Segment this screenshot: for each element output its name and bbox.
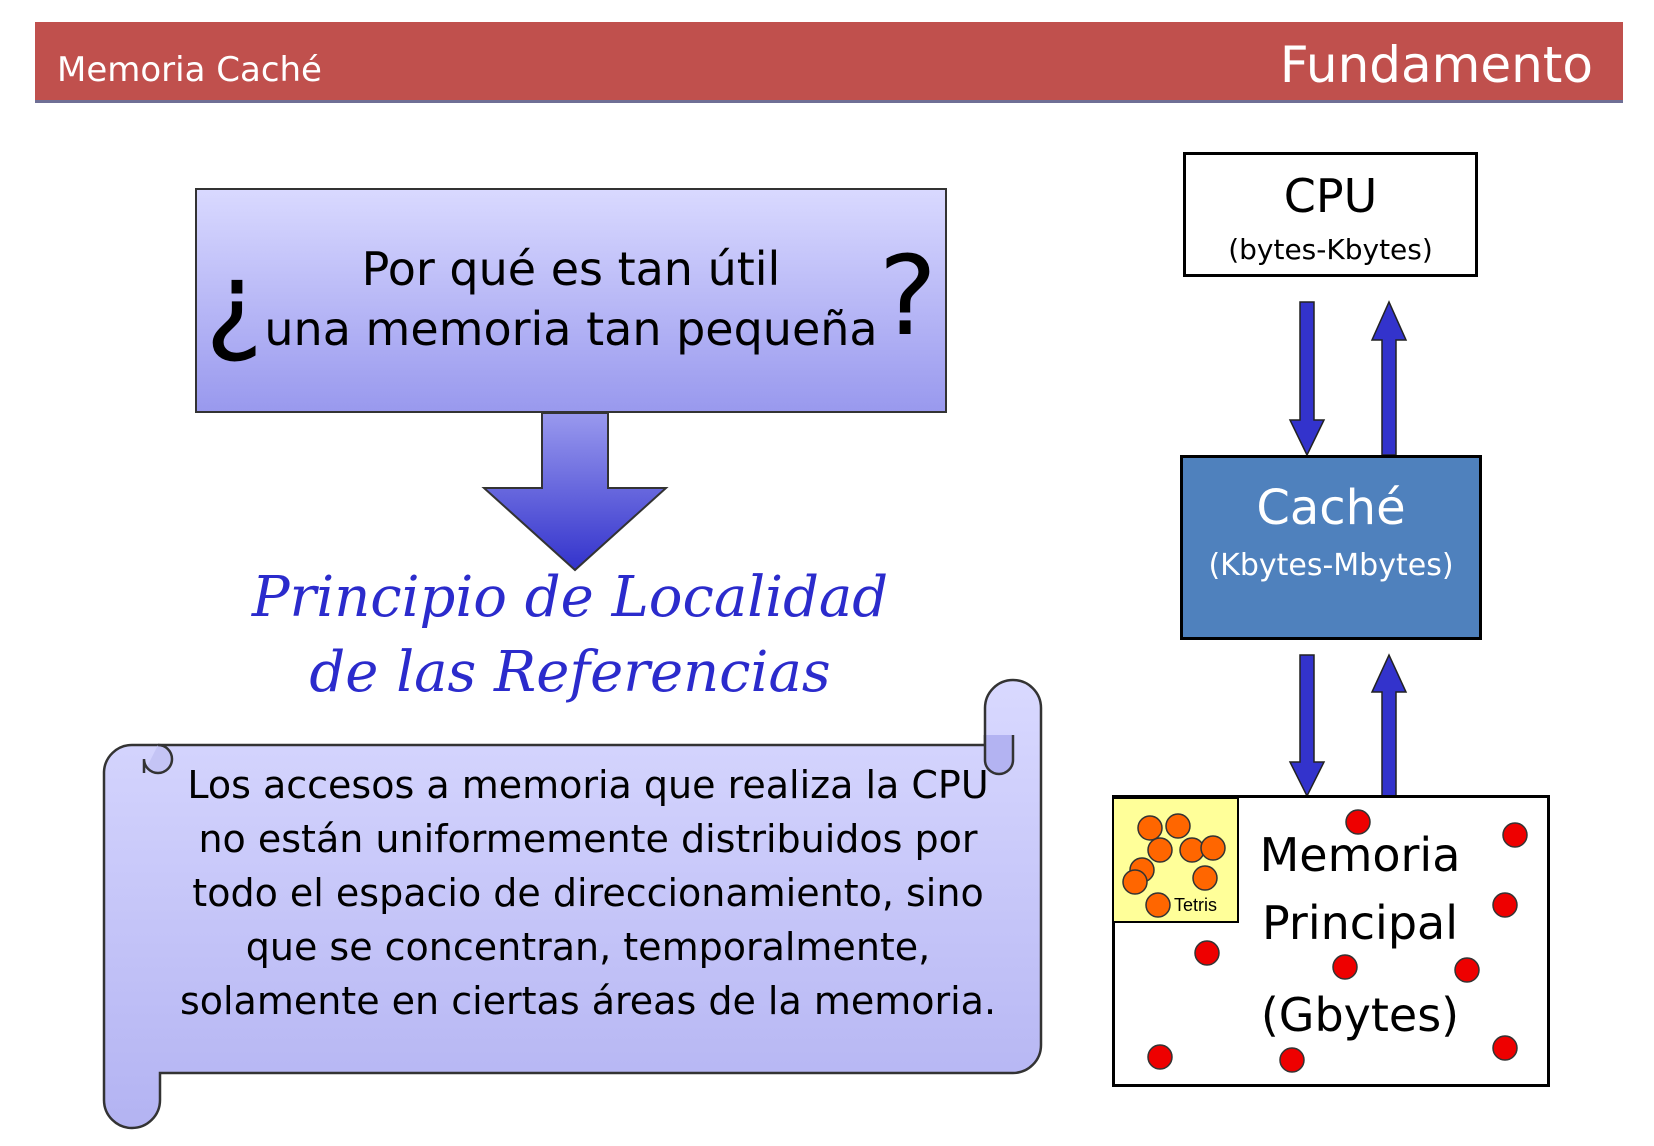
memory-reference-dot — [1332, 954, 1358, 980]
question-open-mark: ¿ — [205, 238, 264, 366]
memory-reference-dot — [1279, 1047, 1305, 1073]
tetris-reference-dot — [1179, 837, 1205, 863]
memory-reference-dot — [1492, 1035, 1518, 1061]
memory-reference-dot — [1454, 957, 1480, 983]
cache-label: Caché — [1256, 480, 1406, 536]
principle-line-1: Principio de Localidad — [251, 565, 889, 630]
memory-size: (Gbytes) — [1260, 988, 1460, 1042]
memory-reference-dot — [1345, 809, 1371, 835]
question-line-1: Por qué es tan útil — [361, 242, 781, 296]
arrow-cache-to-memory — [1288, 654, 1326, 798]
memory-reference-dot — [1147, 1044, 1173, 1070]
tetris-reference-dot — [1200, 835, 1226, 861]
header-bar: Memoria Caché Fundamento — [35, 22, 1623, 103]
down-arrow-big — [481, 412, 669, 572]
tetris-label: Tetris — [1174, 895, 1218, 915]
memory-reference-dot — [1502, 822, 1528, 848]
tetris-reference-dot — [1165, 813, 1191, 839]
cache-box: Caché (Kbytes-Mbytes) — [1180, 455, 1482, 640]
memory-reference-dot — [1492, 892, 1518, 918]
tetris-reference-dot — [1192, 865, 1218, 891]
slide-title: Fundamento — [1279, 36, 1593, 94]
tetris-reference-dot — [1145, 892, 1171, 918]
scroll-text: Los accesos a memoria que realiza la CPU… — [179, 763, 997, 1023]
tetris-reference-dot — [1137, 815, 1163, 841]
memory-label-line-1: Memoria — [1259, 828, 1461, 882]
flow-arrows — [1288, 300, 1408, 798]
cpu-label: CPU — [1283, 169, 1378, 223]
tetris-reference-dot — [1147, 837, 1173, 863]
memory-reference-dot — [1194, 940, 1220, 966]
principle-line-2: de las Referencias — [309, 640, 831, 705]
question-close-mark: ? — [878, 232, 937, 360]
arrow-memory-to-cache — [1370, 653, 1408, 797]
question-line-2: una memoria tan pequeña — [264, 302, 878, 356]
cpu-box: CPU (bytes-Kbytes) — [1183, 152, 1478, 277]
cache-size: (Kbytes-Mbytes) — [1208, 548, 1454, 583]
scroll-shape — [102, 678, 1043, 1130]
memory-label-line-2: Principal — [1261, 896, 1459, 950]
arrow-cpu-to-cache — [1288, 301, 1326, 457]
cpu-size: (bytes-Kbytes) — [1228, 233, 1433, 266]
question-box: ¿ Por qué es tan útil una memoria tan pe… — [195, 188, 947, 413]
arrow-cache-to-cpu — [1370, 300, 1408, 456]
tetris-reference-dot — [1122, 869, 1148, 895]
section-title: Memoria Caché — [57, 50, 322, 90]
